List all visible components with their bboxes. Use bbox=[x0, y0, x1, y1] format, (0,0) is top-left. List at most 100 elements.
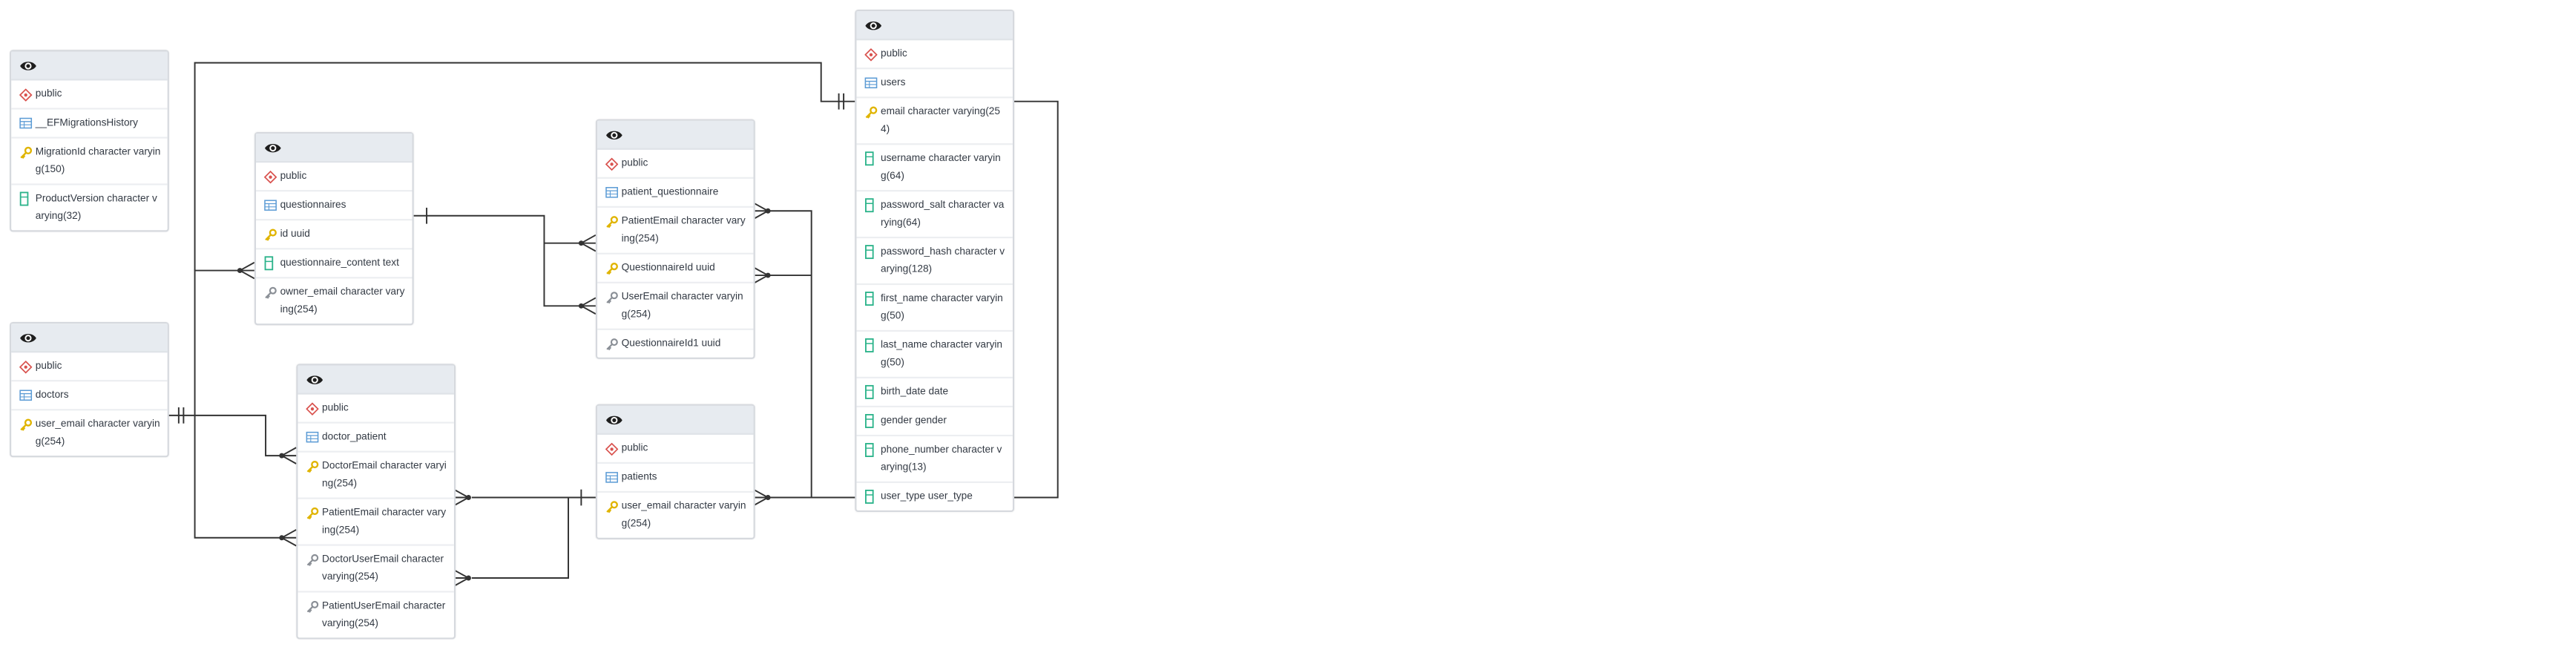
eye-icon[interactable] bbox=[306, 372, 323, 385]
schema-row[interactable]: public bbox=[256, 162, 412, 190]
relationship-dot bbox=[465, 575, 471, 581]
eye-icon[interactable] bbox=[264, 141, 282, 154]
column-row[interactable]: UserEmail character varying(254) bbox=[597, 281, 754, 329]
edge-doctor-patient-doctoremail[interactable] bbox=[194, 414, 282, 457]
column-row[interactable]: questionnaire_content text bbox=[256, 248, 413, 277]
table-node-header[interactable] bbox=[298, 365, 454, 395]
column-row[interactable]: user_email character varying(254) bbox=[11, 409, 168, 456]
schema-row-label: public bbox=[35, 361, 62, 372]
eye-icon[interactable] bbox=[605, 413, 623, 426]
column-row[interactable]: last_name character varying(50) bbox=[856, 329, 1013, 377]
column-row[interactable]: id uuid bbox=[256, 219, 413, 248]
eye-icon[interactable] bbox=[864, 19, 882, 31]
table-name-row[interactable]: doctors bbox=[11, 380, 168, 409]
table-node-patients[interactable]: public patients user_email character varyi… bbox=[595, 404, 755, 539]
table-icon bbox=[306, 428, 322, 446]
key-icon bbox=[19, 143, 36, 161]
column-row[interactable]: user_type user_type bbox=[856, 481, 1013, 510]
table-node-header[interactable] bbox=[11, 323, 168, 353]
column-icon bbox=[864, 413, 881, 430]
column-row-label: user_email character varying(254) bbox=[621, 500, 746, 530]
schema-row[interactable]: public bbox=[298, 395, 453, 422]
table-node-header[interactable] bbox=[256, 134, 413, 163]
column-row-label: user_type user_type bbox=[880, 490, 973, 503]
column-row[interactable]: password_salt character varying(64) bbox=[856, 190, 1013, 237]
edge-doctor-patient-doctoruseremail[interactable] bbox=[194, 415, 282, 539]
column-icon bbox=[864, 383, 881, 401]
schema-row[interactable]: public bbox=[597, 435, 753, 462]
schema-row[interactable]: public bbox=[597, 150, 753, 177]
column-row[interactable]: MigrationId character varying(150) bbox=[11, 137, 168, 183]
column-row-label: QuestionnaireId1 uuid bbox=[621, 338, 721, 349]
schema-row[interactable]: public bbox=[11, 352, 167, 380]
edge-doctor-patient-patientuseremail[interactable] bbox=[471, 497, 569, 579]
table-node-header[interactable] bbox=[856, 11, 1013, 41]
relationship-dot bbox=[765, 208, 771, 214]
schema-icon bbox=[864, 45, 881, 63]
relationship-dot bbox=[279, 453, 285, 459]
column-row[interactable]: PatientUserEmail character varying(254) bbox=[298, 591, 454, 637]
column-row[interactable]: DoctorEmail character varying(254) bbox=[298, 450, 454, 498]
column-row[interactable]: ProductVersion character varying(32) bbox=[11, 183, 168, 230]
schema-row[interactable]: public bbox=[856, 40, 1012, 68]
table-node-header[interactable] bbox=[597, 405, 754, 435]
table-icon bbox=[19, 114, 36, 132]
column-row[interactable]: DoctorUserEmail character varying(254) bbox=[298, 544, 454, 591]
column-row[interactable]: email character varying(254) bbox=[856, 96, 1013, 143]
edge-pq-patientemail[interactable] bbox=[768, 210, 812, 499]
key-icon bbox=[306, 504, 322, 522]
column-row[interactable]: gender gender bbox=[856, 405, 1013, 435]
table-name-row[interactable]: patients bbox=[597, 462, 754, 491]
column-row[interactable]: QuestionnaireId uuid bbox=[597, 252, 754, 282]
column-row[interactable]: owner_email character varying(254) bbox=[256, 277, 413, 323]
table-node-header[interactable] bbox=[597, 120, 754, 150]
schema-row[interactable]: public bbox=[11, 81, 167, 108]
edge-doctors-users[interactable] bbox=[194, 62, 855, 271]
table-name-row[interactable]: patient_questionnaire bbox=[597, 177, 754, 206]
edge-pq-questionnaireid1[interactable] bbox=[543, 243, 582, 307]
column-row-label: PatientEmail character varying(254) bbox=[322, 507, 447, 536]
table-name-row-label: questionnaires bbox=[280, 200, 346, 211]
edge-questionnaires-owner-email[interactable] bbox=[167, 269, 240, 416]
column-row[interactable]: user_email character varying(254) bbox=[597, 490, 754, 538]
column-icon bbox=[864, 290, 881, 308]
table-icon bbox=[605, 468, 622, 486]
table-name-row[interactable]: users bbox=[856, 68, 1013, 96]
eye-icon[interactable] bbox=[605, 128, 623, 141]
column-row[interactable]: username character varying(64) bbox=[856, 143, 1013, 190]
column-icon bbox=[864, 243, 881, 261]
column-row[interactable]: PatientEmail character varying(254) bbox=[597, 206, 754, 253]
eye-icon[interactable] bbox=[19, 59, 37, 71]
table-node-header[interactable] bbox=[11, 51, 168, 81]
edge-pq-questionnaireid[interactable] bbox=[412, 214, 582, 244]
column-icon bbox=[19, 190, 36, 208]
column-row[interactable]: QuestionnaireId1 uuid bbox=[597, 328, 754, 358]
table-icon bbox=[264, 197, 280, 214]
column-row[interactable]: birth_date date bbox=[856, 376, 1013, 406]
table-name-row-label: patients bbox=[621, 471, 657, 483]
key-icon bbox=[264, 226, 280, 243]
column-row-label: email character varying(254) bbox=[880, 106, 1001, 136]
table-name-row[interactable]: questionnaires bbox=[256, 190, 413, 219]
column-row[interactable]: PatientEmail character varying(254) bbox=[298, 497, 454, 545]
foreign-key-icon bbox=[264, 283, 280, 301]
eye-icon[interactable] bbox=[19, 331, 37, 344]
schema-icon bbox=[19, 85, 36, 103]
table-node-questionnaires[interactable]: public questionnaires id uuid questionnaire… bbox=[254, 131, 414, 326]
schema-row-label: public bbox=[35, 88, 62, 100]
column-row[interactable]: phone_number character varying(13) bbox=[856, 434, 1013, 482]
relationship-dot bbox=[578, 303, 584, 309]
schema-icon bbox=[605, 439, 622, 457]
table-name-row[interactable]: __EFMigrationsHistory bbox=[11, 108, 168, 137]
column-row[interactable]: password_hash character varying(128) bbox=[856, 236, 1013, 283]
column-row[interactable]: first_name character varying(50) bbox=[856, 283, 1013, 330]
foreign-key-icon bbox=[306, 597, 322, 615]
table-name-row[interactable]: doctor_patient bbox=[298, 421, 454, 451]
column-row-label: questionnaire_content text bbox=[280, 257, 399, 269]
